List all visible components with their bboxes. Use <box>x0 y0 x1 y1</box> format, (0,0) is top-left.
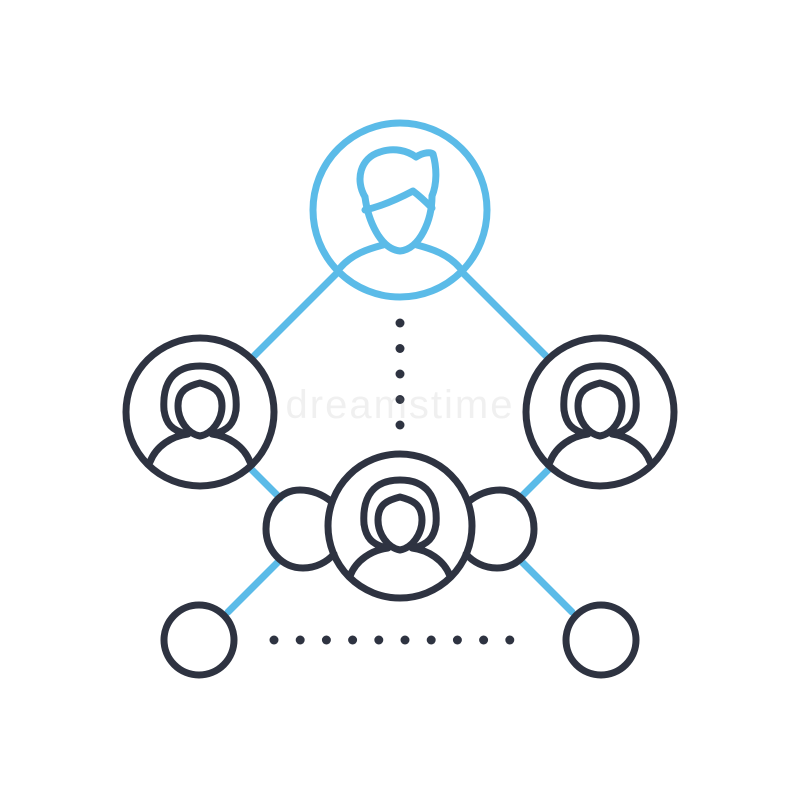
connector-right-satellite <box>516 464 554 502</box>
dot <box>452 635 462 645</box>
member-node-center-circle <box>324 450 476 602</box>
male-user-icon <box>336 146 464 272</box>
member-node-center <box>324 450 476 602</box>
connector-satellite-bottom-left <box>224 558 282 616</box>
dot <box>374 635 384 645</box>
dot <box>426 635 436 645</box>
leader-node-circle <box>309 119 491 301</box>
dot <box>295 635 305 645</box>
female-user-icon <box>546 362 654 466</box>
dot <box>505 635 515 645</box>
member-node-left <box>122 334 278 490</box>
satellite-circle-left <box>262 486 338 572</box>
dot <box>395 395 405 404</box>
dotted-horizontal-line <box>269 635 515 645</box>
dot <box>269 635 279 645</box>
female-user-icon <box>146 362 254 466</box>
member-node-left-circle <box>122 334 278 490</box>
connector-leader-left <box>250 268 342 360</box>
dot <box>348 635 358 645</box>
satellite-circle-right <box>462 486 538 572</box>
connector-satellite-bottom-right <box>518 558 576 616</box>
dot <box>395 369 405 379</box>
empty-node-bottom-left <box>160 601 238 679</box>
member-node-right-circle <box>522 334 678 490</box>
leader-node <box>309 119 491 301</box>
dot <box>321 635 331 645</box>
connector-left-satellite <box>246 464 284 502</box>
dot <box>395 420 405 430</box>
satellite-circles <box>262 486 538 572</box>
member-node-right <box>522 334 678 490</box>
dot <box>395 344 405 353</box>
dot <box>400 635 410 645</box>
dotted-vertical-line <box>395 318 405 430</box>
dot <box>479 635 489 645</box>
connector-leader-right <box>458 268 550 360</box>
dot <box>395 318 405 328</box>
female-user-icon <box>346 476 454 580</box>
empty-node-bottom-right <box>562 601 640 679</box>
connector-lines <box>224 268 576 616</box>
